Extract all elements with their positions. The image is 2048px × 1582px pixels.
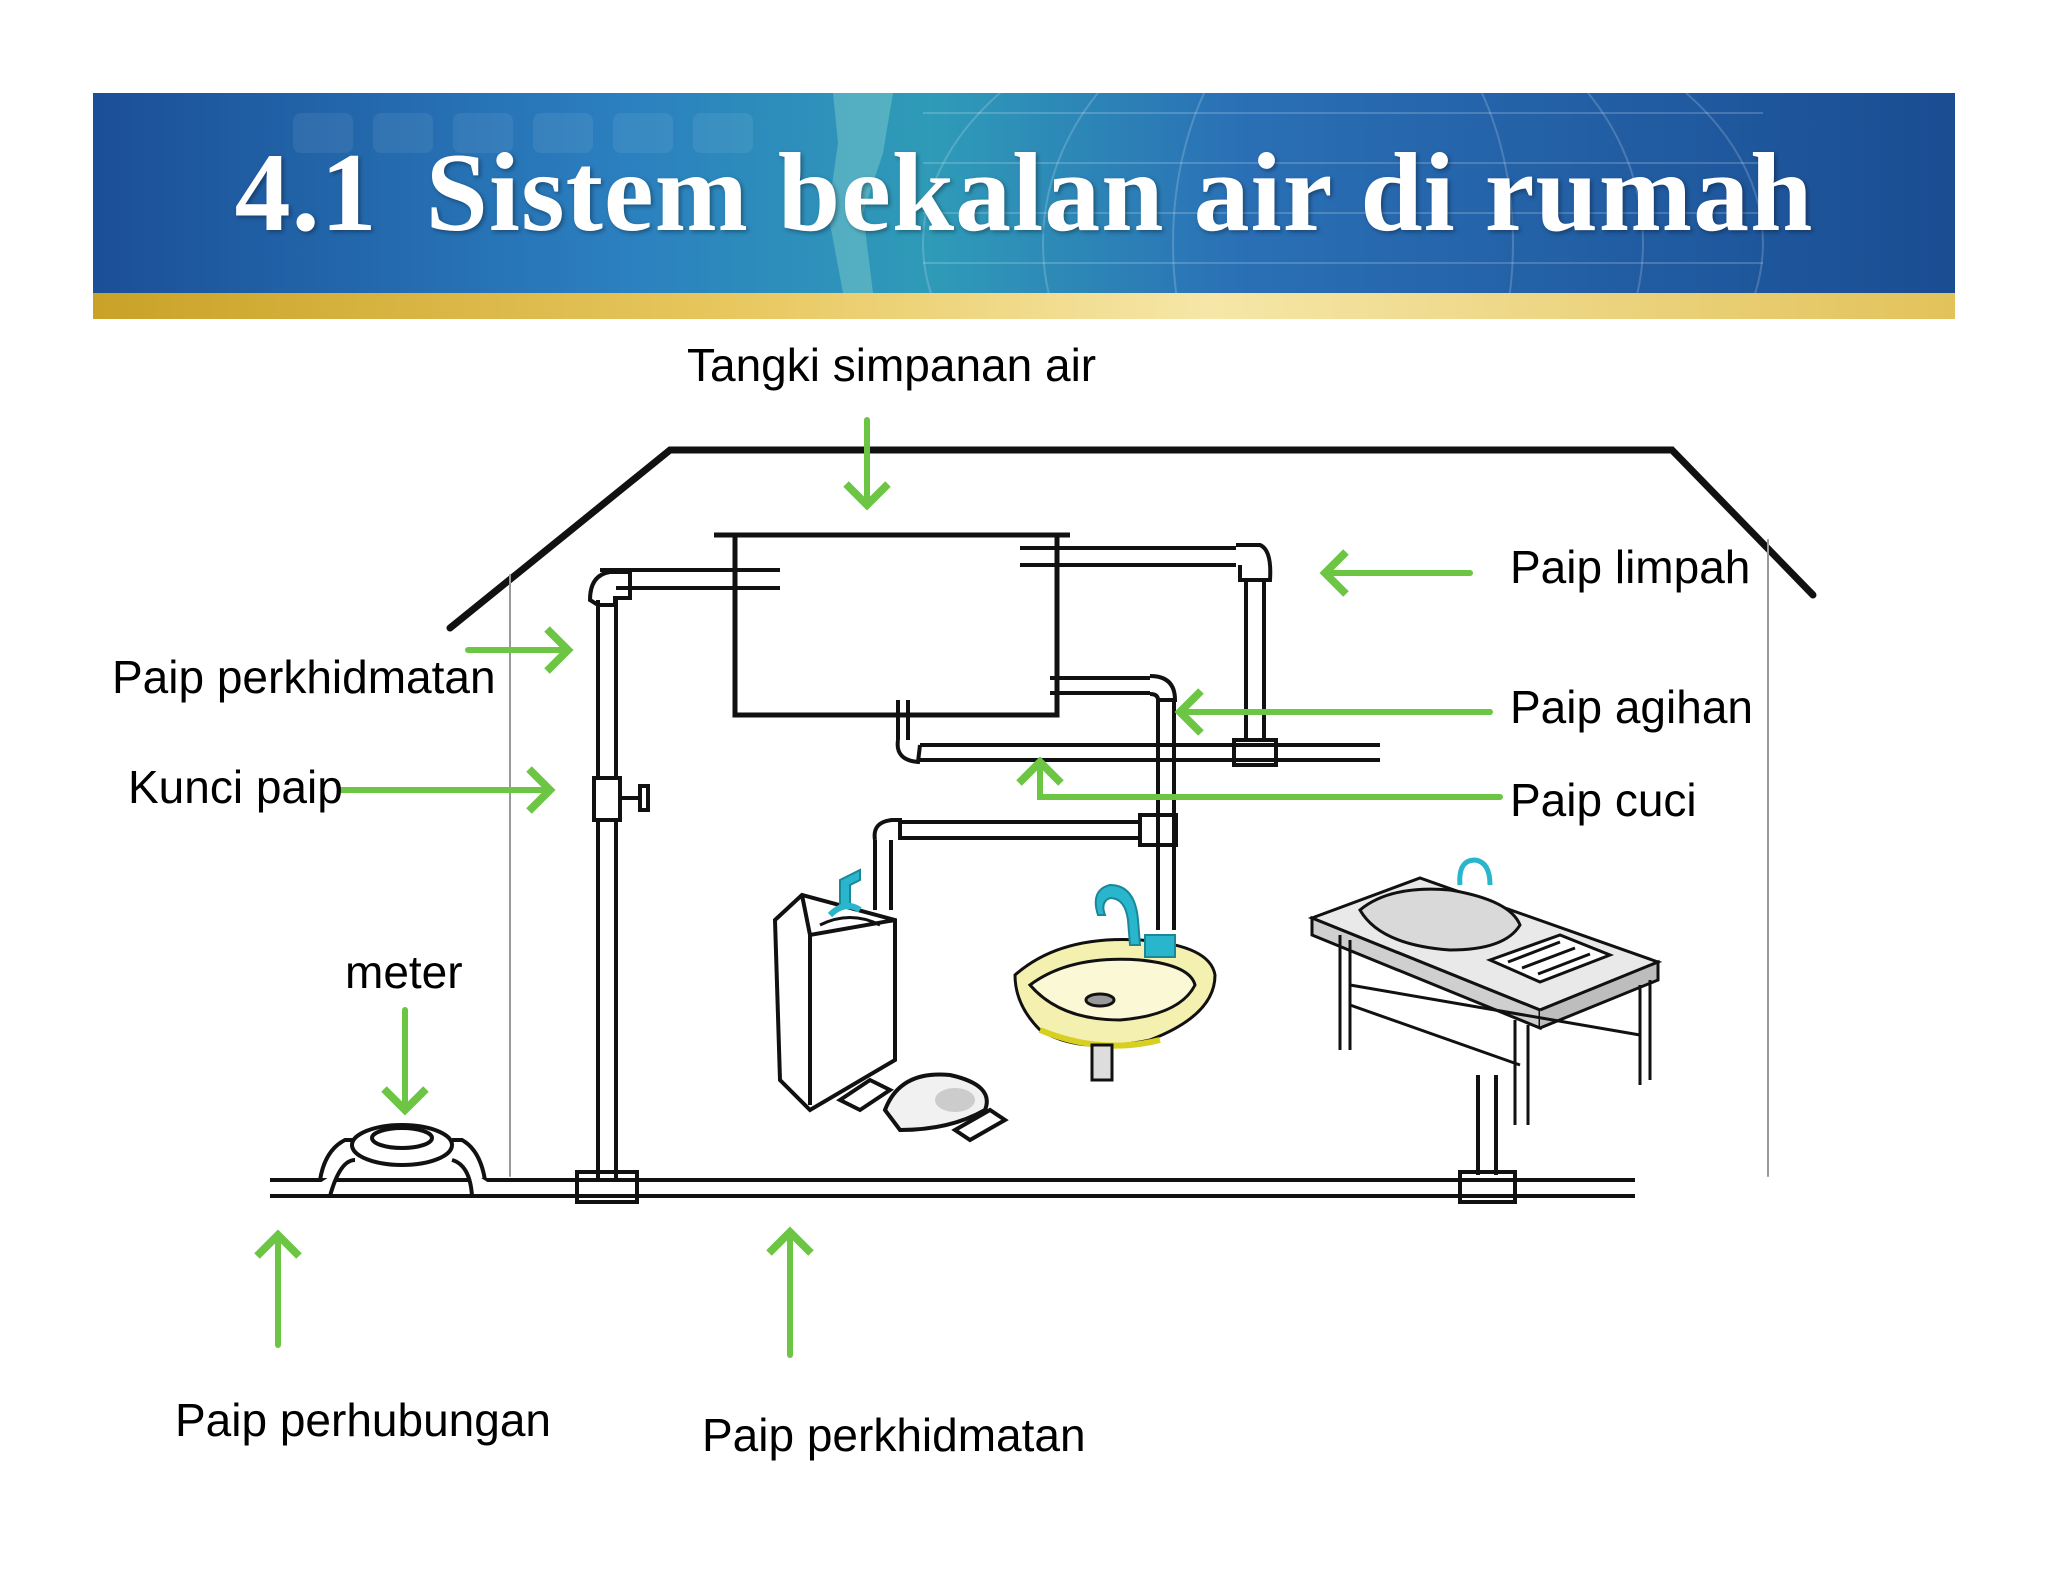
- title-banner: [93, 93, 1955, 293]
- label-arrows: [254, 417, 1503, 1358]
- kitchen-sink-icon: [1307, 857, 1663, 1125]
- label-service-pipe-top: Paip perkhidmatan: [112, 651, 496, 703]
- label-connection-pipe: Paip perhubungan: [175, 1394, 551, 1446]
- page-title: 4.1 Sistem bekalan air di rumah: [93, 93, 1955, 293]
- pipes: [270, 543, 1635, 1204]
- toilet-icon: [772, 868, 1009, 1143]
- water-meter: [300, 1123, 510, 1198]
- label-washout-pipe: Paip cuci: [1510, 774, 1697, 826]
- label-distribution-pipe: Paip agihan: [1510, 681, 1753, 733]
- label-service-pipe-bottom: Paip perkhidmatan: [702, 1409, 1086, 1461]
- wash-basin-icon: [1013, 883, 1217, 1082]
- stop-valve: [592, 776, 650, 822]
- label-stop-valve: Kunci paip: [128, 761, 343, 813]
- label-tank: Tangki simpanan air: [687, 339, 1097, 391]
- globe-background-icon: [293, 93, 1764, 293]
- title-number: 4.1: [234, 130, 378, 255]
- title-text: Sistem bekalan air di rumah: [425, 130, 1814, 255]
- house-outline: [446, 446, 1817, 1177]
- label-overflow-pipe: Paip limpah: [1510, 541, 1751, 593]
- title-underline: [93, 293, 1955, 319]
- label-meter: meter: [345, 946, 463, 998]
- arrow-washout: [1016, 756, 1503, 800]
- water-tank: [714, 532, 1070, 718]
